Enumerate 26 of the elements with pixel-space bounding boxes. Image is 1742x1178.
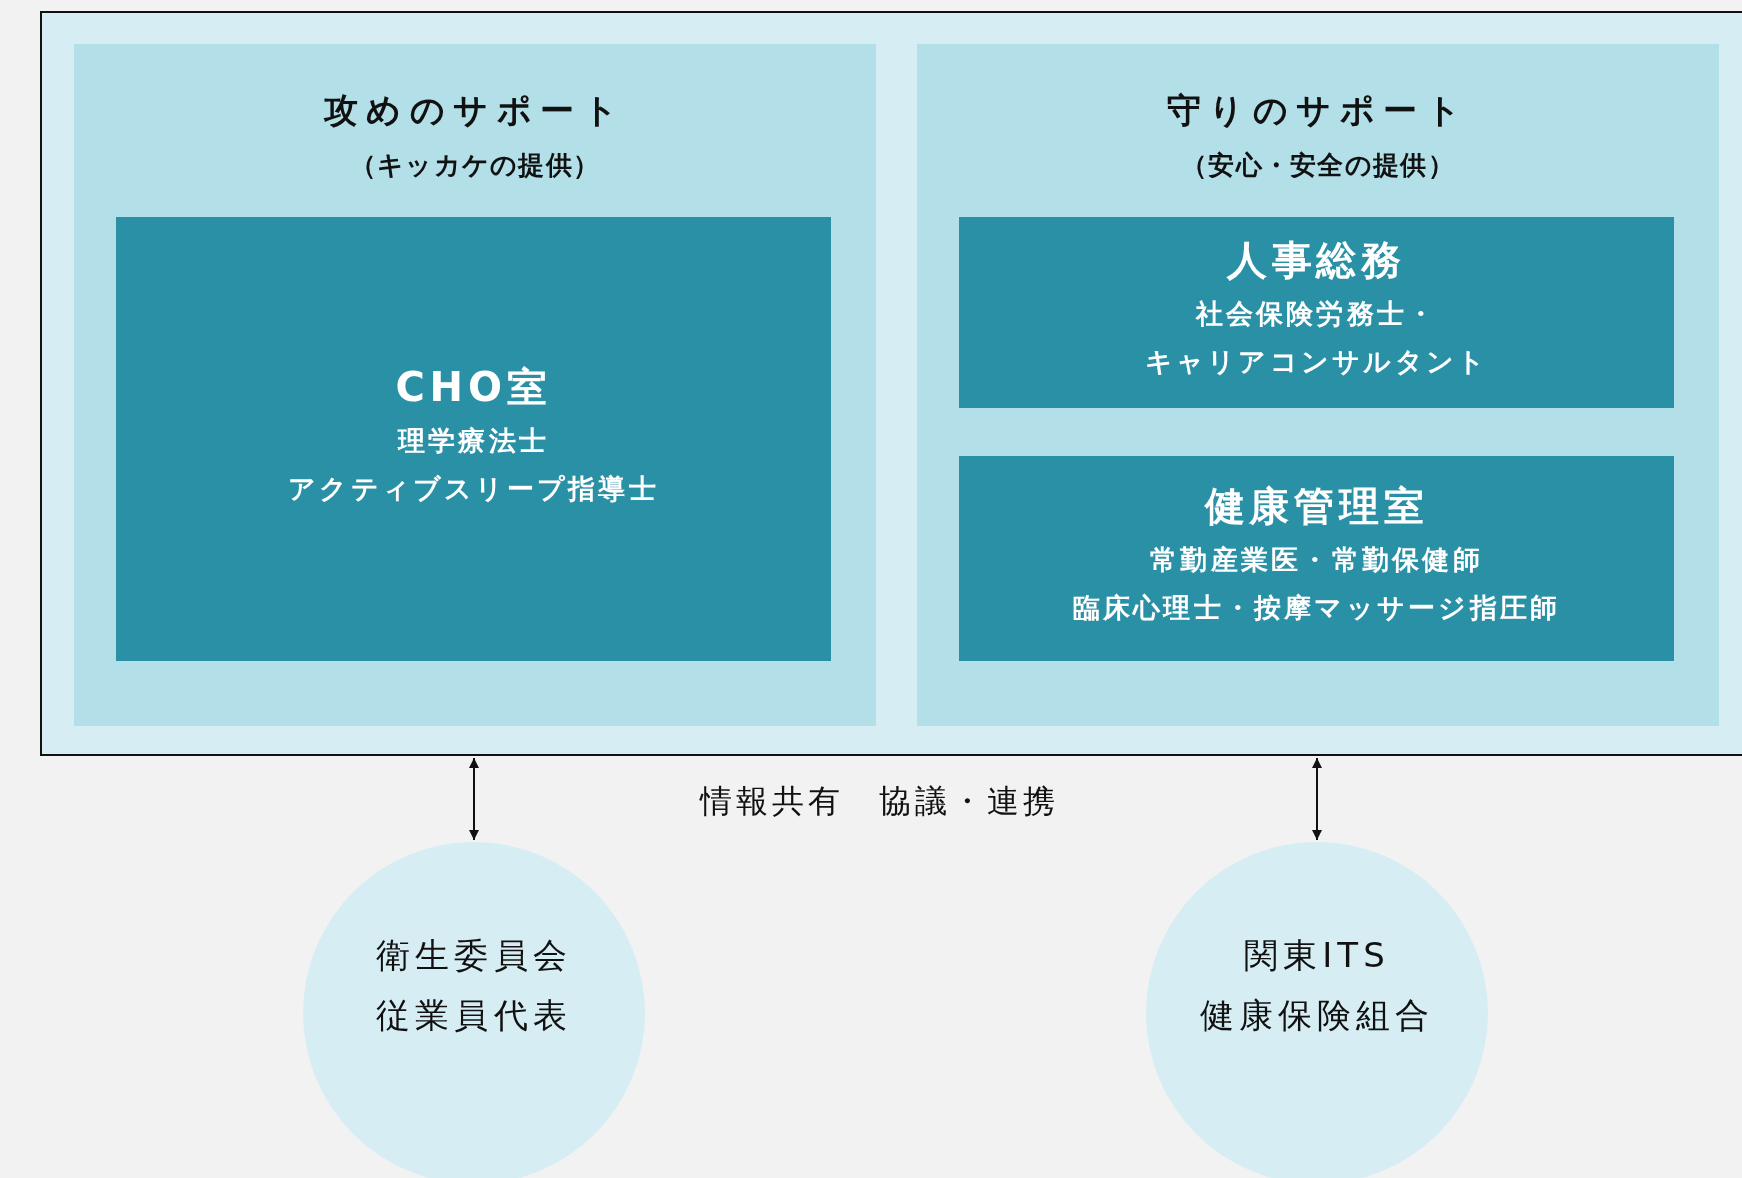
support-panel <box>917 44 1719 726</box>
partner-name: 関東ITS <box>1244 934 1390 977</box>
qualification-text: 臨床心理士・按摩マッサージ指圧師 <box>1072 591 1561 625</box>
qualification-text: アクティブスリープ指導士 <box>288 471 659 506</box>
panel-subheading: （安心・安全の提供） <box>1181 149 1455 182</box>
role-box <box>959 217 1674 408</box>
panel-heading: 守りのサポート <box>1166 89 1470 132</box>
box-heading: 健康管理室 <box>1204 482 1429 531</box>
outer-frame <box>40 11 1742 756</box>
qualification-text: 社会保険労務士・ <box>1195 297 1438 331</box>
panel-subheading: （キッカケの提供） <box>349 149 601 182</box>
box-heading: 人事総務 <box>1226 236 1407 285</box>
partner-name: 健康保険組合 <box>1199 994 1435 1037</box>
partner-name: 従業員代表 <box>376 994 572 1037</box>
panel-heading: 攻めのサポート <box>323 89 627 132</box>
partner-name: 衛生委員会 <box>376 934 572 977</box>
relation-label: 情報共有 協議・連携 <box>700 781 1059 822</box>
support-panel <box>74 44 876 726</box>
role-box <box>959 456 1674 661</box>
role-box <box>116 217 831 661</box>
double-arrow <box>469 757 479 841</box>
qualification-text: 常勤産業医・常勤保健師 <box>1150 543 1483 577</box>
qualification-text: キャリアコンサルタント <box>1144 345 1489 379</box>
qualification-text: 理学療法士 <box>397 423 550 458</box>
double-arrow <box>1312 757 1322 841</box>
box-heading: CHO室 <box>395 362 552 412</box>
